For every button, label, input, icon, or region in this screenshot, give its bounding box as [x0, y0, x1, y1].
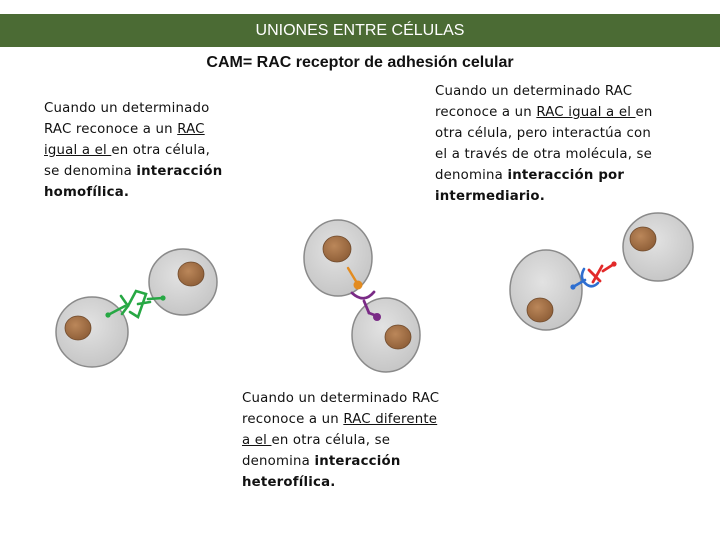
intermediary-description: Cuando un determinado RAC reconoce a un …: [435, 84, 653, 204]
cell: [622, 212, 694, 282]
title-banner: UNIONES ENTRE CÉLULAS: [0, 14, 720, 47]
cell: [303, 219, 373, 297]
cell: [509, 249, 583, 331]
intermediary-linker-molecule: [350, 290, 381, 321]
subtitle: CAM= RAC receptor de adhesión celular: [206, 54, 514, 71]
cell: [351, 297, 421, 373]
homophilic-pair: [55, 248, 218, 368]
heterophilic-description: Cuando un determinado RAC reconoce a un …: [242, 391, 440, 490]
homophilic-adhesion-molecule: [105, 289, 166, 319]
page-title: UNIONES ENTRE CÉLULAS: [255, 22, 465, 39]
intermediary-receptor: [346, 266, 363, 290]
heterophilic-molecule-b: [587, 261, 617, 284]
homophilic-description: Cuando un determinado RAC reconoce a un …: [44, 101, 223, 200]
heterophilic-pair: [509, 212, 694, 331]
heterophilic-molecule-a: [570, 267, 600, 290]
cell: [55, 296, 129, 368]
cell: [148, 248, 218, 316]
intermediary-pair: [303, 219, 421, 373]
